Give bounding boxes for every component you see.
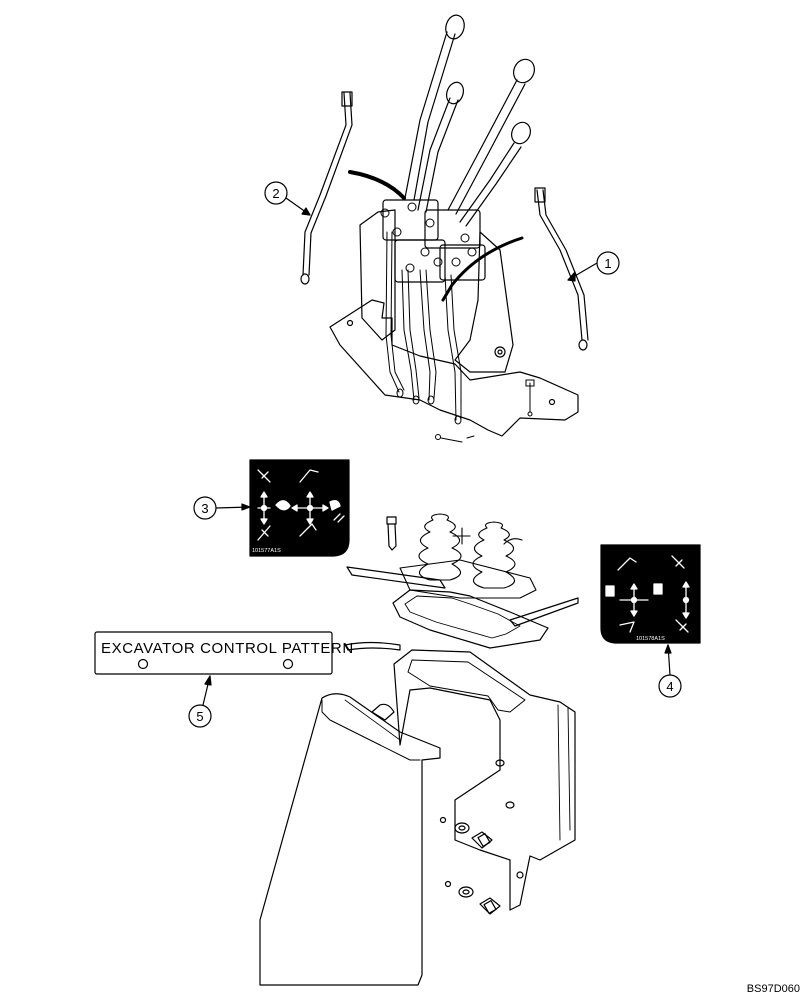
bracket-hole bbox=[494, 346, 506, 358]
linkage-rods bbox=[385, 231, 462, 425]
control-lever bbox=[447, 58, 535, 215]
swing-icon bbox=[333, 513, 345, 523]
control-pattern-decal-3: 101577A1S bbox=[249, 459, 350, 557]
dipper-icon bbox=[257, 525, 271, 541]
valve-body bbox=[382, 199, 439, 241]
console-bolt bbox=[386, 516, 397, 551]
callout-2: 2 bbox=[264, 181, 311, 216]
dipper-icon bbox=[617, 557, 637, 571]
plate-hole bbox=[346, 319, 354, 327]
boom-icon bbox=[257, 469, 271, 483]
callout-3: 3 bbox=[193, 496, 251, 520]
console-cover bbox=[259, 649, 576, 986]
swing-icon bbox=[275, 500, 291, 511]
callout-number: 3 bbox=[201, 501, 208, 516]
decal-part-code: 101578A1S bbox=[636, 636, 665, 642]
lever-boots bbox=[399, 513, 537, 599]
control-rod-1 bbox=[534, 187, 589, 351]
control-lever bbox=[459, 121, 531, 227]
bucket-icon bbox=[619, 621, 635, 633]
callout-number: 5 bbox=[196, 709, 203, 724]
valve-fittings bbox=[380, 202, 477, 273]
valve-body bbox=[424, 209, 481, 249]
bucket-icon bbox=[653, 583, 663, 595]
plate-hole bbox=[548, 398, 556, 406]
valve-body bbox=[439, 244, 486, 281]
console-screws bbox=[439, 816, 501, 915]
bucket-icon bbox=[329, 500, 341, 511]
bucket-icon bbox=[299, 469, 319, 483]
figure-reference: BS97D060 bbox=[747, 983, 800, 995]
rod-thread bbox=[534, 187, 546, 203]
plate-hole bbox=[137, 658, 149, 670]
wire-harness bbox=[441, 236, 524, 302]
control-rod-2 bbox=[300, 91, 353, 285]
bucket-icon bbox=[299, 523, 317, 537]
callout-5: 5 bbox=[188, 675, 212, 728]
callout-number: 1 bbox=[604, 256, 611, 271]
plate-hole bbox=[282, 658, 294, 670]
valve-bracket bbox=[359, 209, 396, 341]
seal-strip bbox=[344, 641, 401, 651]
wire-harness bbox=[348, 170, 406, 200]
control-lever bbox=[417, 81, 465, 213]
rod-thread bbox=[341, 91, 353, 107]
seal-strip bbox=[509, 597, 579, 627]
callout-4: 4 bbox=[658, 644, 682, 698]
plate-label: EXCAVATOR CONTROL PATTERN bbox=[101, 640, 354, 657]
bracket-hole bbox=[497, 349, 503, 355]
valve-bracket-side bbox=[454, 231, 514, 373]
control-pattern-decal-4: 101578A1S bbox=[600, 544, 701, 644]
console-gasket bbox=[392, 589, 549, 649]
mounting-bolts bbox=[435, 379, 535, 443]
callout-1: 1 bbox=[567, 251, 620, 282]
valve-mounting-plate bbox=[329, 299, 579, 437]
bucket-icon bbox=[605, 585, 615, 597]
control-lever bbox=[404, 14, 465, 201]
callout-number: 2 bbox=[272, 186, 279, 201]
excavator-control-pattern-plate: EXCAVATOR CONTROL PATTERN bbox=[94, 631, 354, 675]
seal-strip bbox=[346, 566, 446, 589]
boom-icon bbox=[671, 555, 685, 569]
control-valve-assembly bbox=[329, 14, 579, 443]
boom-icon bbox=[675, 619, 689, 633]
decal-part-code: 101577A1S bbox=[252, 548, 281, 554]
valve-body bbox=[394, 239, 446, 283]
callout-number: 4 bbox=[666, 679, 673, 694]
